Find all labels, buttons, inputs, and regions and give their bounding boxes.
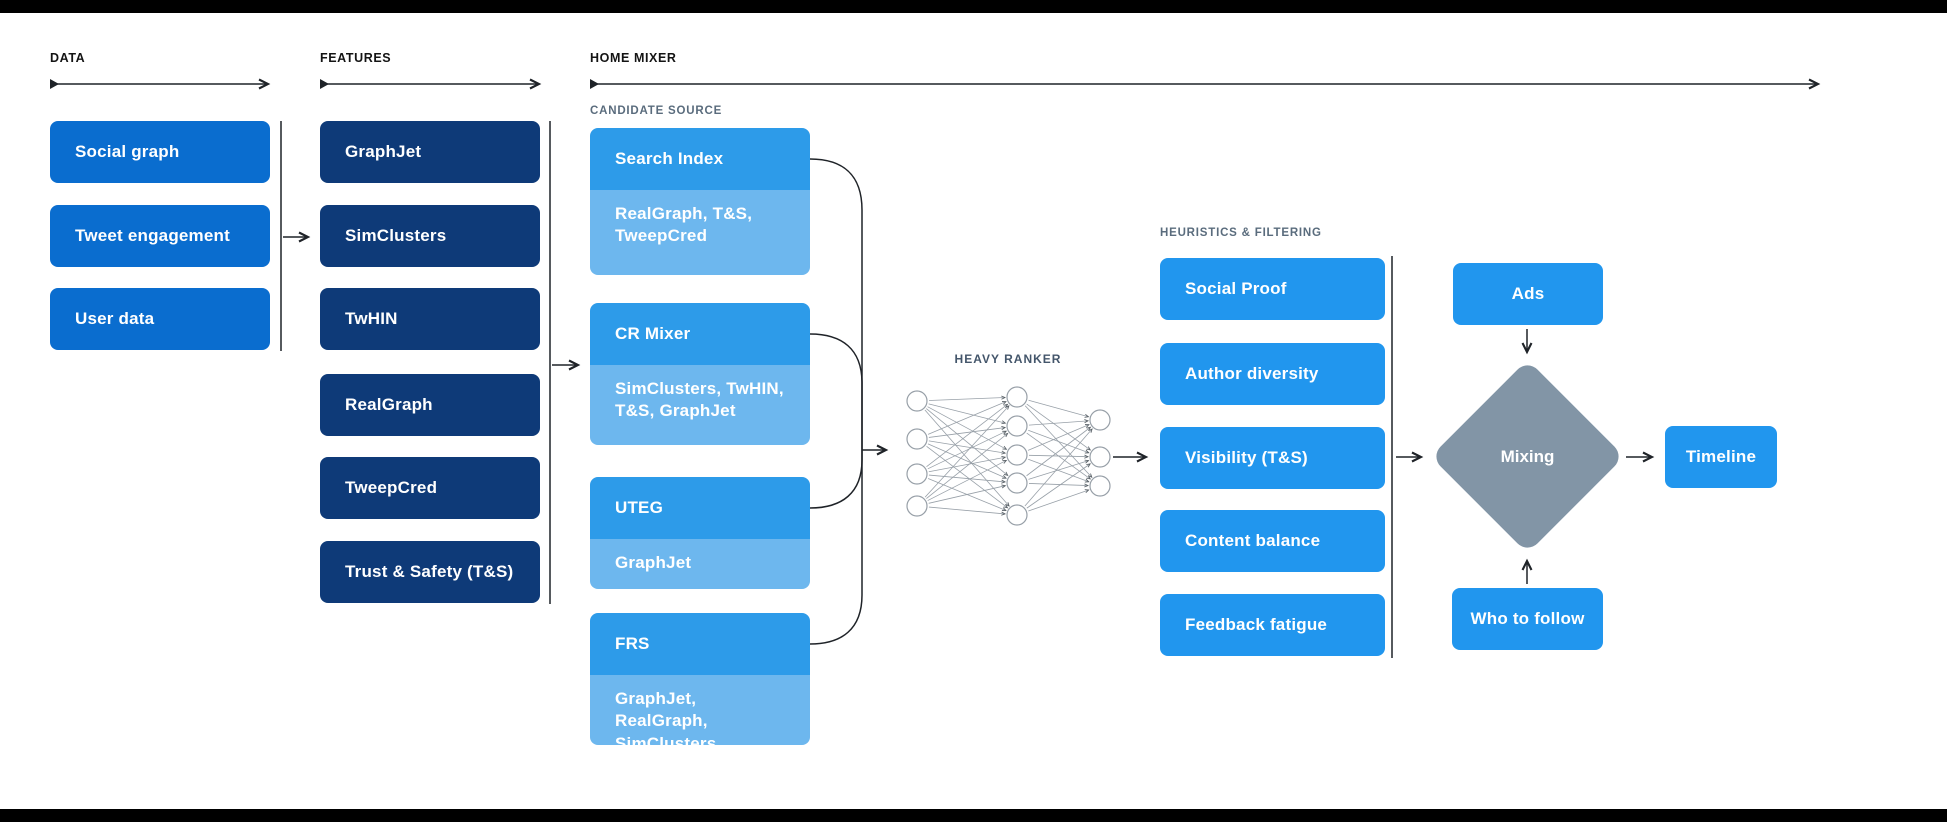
candidate-header-frs: FRS [590, 613, 810, 675]
data-box-social-graph: Social graph [50, 121, 270, 183]
section-header-data: DATA [50, 51, 86, 65]
top-bar [0, 0, 1947, 13]
candidate-sub-uteg: GraphJet [590, 539, 810, 589]
candidate-sub-search-index: RealGraph, T&S, TweepCred [590, 190, 810, 275]
data-box-tweet-engagement: Tweet engagement [50, 205, 270, 267]
heuristics-label: HEURISTICS & FILTERING [1160, 227, 1322, 239]
neural-network [906, 386, 1111, 526]
candidate-header-search-index: Search Index [590, 128, 810, 190]
candidate-header-uteg: UTEG [590, 477, 810, 539]
filter-box-author-diversity: Author diversity [1160, 343, 1385, 405]
ads-box: Ads [1453, 263, 1603, 325]
filter-box-social-proof: Social Proof [1160, 258, 1385, 320]
filter-box-visibility: Visibility (T&S) [1160, 427, 1385, 489]
candidate-merge-curves [809, 158, 1149, 645]
candidate-sub-frs: GraphJet, RealGraph, SimClusters [590, 675, 810, 753]
bottom-bar [0, 809, 1947, 822]
section-header-features: FEATURES [320, 51, 392, 65]
candidate-source-label: CANDIDATE SOURCE [590, 105, 723, 117]
candidate-header-cr-mixer: CR Mixer [590, 303, 810, 365]
section-header-home-mixer: HOME MIXER [590, 51, 677, 65]
feature-box-realgraph: RealGraph [320, 374, 540, 436]
feature-box-graphjet: GraphJet [320, 121, 540, 183]
heavy-ranker-label: HEAVY RANKER [954, 352, 1062, 366]
feature-box-twhin: TwHIN [320, 288, 540, 350]
who-to-follow-box: Who to follow [1452, 588, 1603, 650]
feature-box-tweepcred: TweepCred [320, 457, 540, 519]
mixing-label: Mixing [1500, 446, 1555, 466]
section-arrows [50, 78, 1821, 90]
feature-box-trust-safety: Trust & Safety (T&S) [320, 541, 540, 603]
candidate-sub-cr-mixer: SimClusters, TwHIN, T&S, GraphJet [590, 365, 810, 445]
feature-box-simclusters: SimClusters [320, 205, 540, 267]
filter-box-content-balance: Content balance [1160, 510, 1385, 572]
data-box-user-data: User data [50, 288, 270, 350]
filter-box-feedback-fatigue: Feedback fatigue [1160, 594, 1385, 656]
timeline-box: Timeline [1665, 426, 1777, 488]
